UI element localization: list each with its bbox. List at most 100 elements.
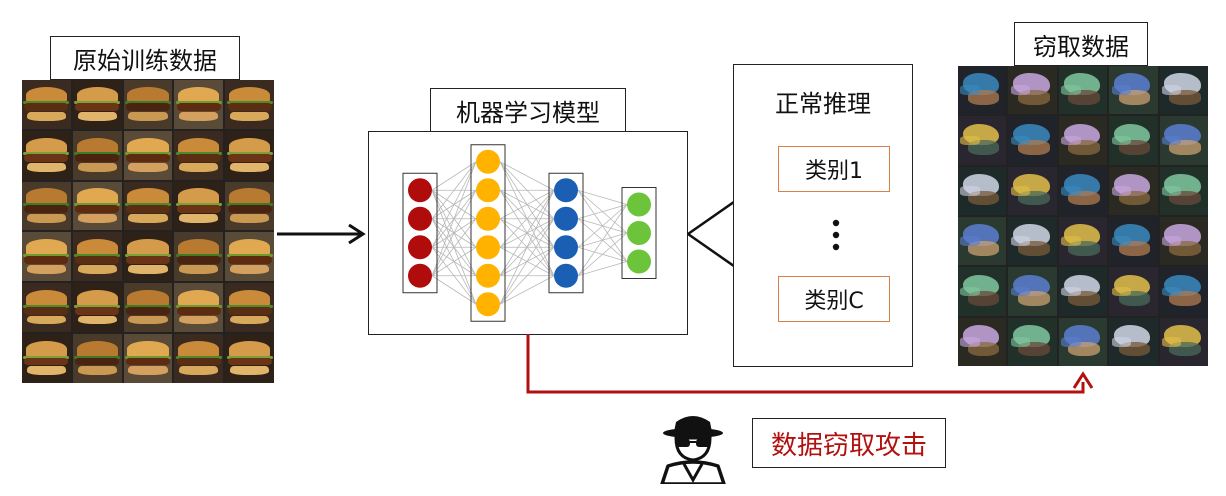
stolen-image-tile: [1159, 166, 1208, 215]
training-image-tile: [123, 181, 173, 231]
stolen-image-tile: [1159, 317, 1208, 366]
training-image-grid: [22, 80, 274, 383]
nn-connection: [577, 204, 628, 220]
nn-connection: [577, 261, 628, 277]
stolen-image-tile: [1008, 66, 1057, 115]
nn-connection: [499, 246, 555, 305]
nn-connection: [431, 218, 477, 276]
stolen-image-tile: [1008, 166, 1057, 215]
stolen-image-tile: [1008, 317, 1057, 366]
attack-path-arrow: [526, 334, 1094, 394]
training-image-tile: [123, 283, 173, 333]
training-image-tile: [225, 181, 274, 231]
hidden-node: [476, 235, 500, 260]
stolen-image-tile: [1058, 116, 1108, 165]
stolen-image-tile: [958, 66, 1007, 115]
hidden-node: [554, 178, 578, 203]
neural-network: [402, 144, 657, 322]
nn-connection: [431, 161, 477, 248]
training-image-tile: [174, 334, 224, 383]
training-image-tile: [123, 232, 173, 282]
stolen-image-tile: [958, 317, 1007, 366]
hidden-node: [554, 263, 578, 288]
stolen-image-tile: [1159, 66, 1208, 115]
training-image-tile: [22, 283, 71, 333]
training-image-tile: [174, 181, 224, 231]
stolen-image-grid: [958, 66, 1208, 366]
nn-connection: [431, 161, 477, 191]
stolen-image-tile: [1109, 166, 1158, 215]
nn-connection: [431, 161, 477, 219]
training-image-tile: [225, 283, 274, 333]
nn-connection: [431, 246, 477, 277]
training-image-tile: [225, 334, 274, 383]
output-node: [627, 249, 651, 274]
nn-layer-frame: [402, 172, 438, 294]
stolen-image-tile: [1058, 267, 1108, 316]
input-node: [408, 206, 432, 231]
hidden-node: [476, 263, 500, 288]
nn-connection: [499, 275, 555, 305]
nn-connection: [431, 275, 477, 305]
nn-layer-frame: [548, 172, 584, 294]
training-image-tile: [72, 181, 122, 231]
vertical-ellipsis-icon: [832, 219, 840, 251]
nn-connection: [577, 204, 628, 276]
hidden-node: [476, 149, 500, 174]
nn-connection: [577, 232, 628, 277]
input-node: [408, 235, 432, 260]
stolen-image-tile: [1159, 116, 1208, 165]
stolen-image-tile: [1109, 317, 1158, 366]
hidden-node: [554, 235, 578, 260]
nn-connection: [499, 190, 555, 276]
output-node: [627, 192, 651, 217]
nn-connection: [499, 189, 555, 248]
training-image-tile: [72, 283, 122, 333]
inference-title: 正常推理: [775, 90, 871, 118]
training-image-tile: [123, 80, 173, 129]
input-arrow: [277, 223, 366, 245]
nn-connection: [499, 161, 555, 191]
stolen-image-tile: [1058, 66, 1108, 115]
stolen-image-tile: [1109, 66, 1158, 115]
training-image-tile: [225, 80, 274, 129]
training-image-tile: [22, 181, 71, 231]
stolen-image-tile: [1159, 216, 1208, 266]
class-c-box: 类别C: [778, 276, 890, 322]
stolen-image-tile: [1008, 267, 1057, 316]
nn-layer-frame: [621, 187, 657, 279]
nn-connection: [499, 218, 555, 305]
stolen-image-tile: [958, 216, 1007, 266]
training-image-tile: [174, 130, 224, 180]
training-image-tile: [174, 232, 224, 282]
training-image-tile: [22, 232, 71, 282]
training-image-tile: [72, 232, 122, 282]
stolen-image-tile: [1109, 267, 1158, 316]
stolen-image-tile: [1058, 166, 1108, 215]
training-data-title: 原始训练数据: [50, 36, 240, 80]
input-node: [408, 178, 432, 203]
nn-connection: [499, 190, 555, 305]
output-node: [627, 221, 651, 245]
stolen-image-tile: [1058, 216, 1108, 266]
class-1-box: 类别1: [778, 146, 890, 192]
spy-icon: [660, 416, 726, 484]
training-image-tile: [123, 334, 173, 383]
training-image-tile: [72, 80, 122, 129]
nn-connection: [499, 189, 555, 220]
stolen-image-tile: [1109, 116, 1158, 165]
training-image-tile: [225, 232, 274, 282]
input-node: [408, 263, 432, 288]
stolen-image-tile: [958, 166, 1007, 215]
stolen-image-tile: [958, 116, 1007, 165]
stolen-image-tile: [1008, 116, 1057, 165]
attack-label: 数据窃取攻击: [752, 418, 946, 468]
training-image-tile: [174, 283, 224, 333]
stolen-image-tile: [1109, 216, 1158, 266]
stolen-image-tile: [958, 267, 1007, 316]
nn-connection: [577, 189, 628, 205]
training-image-tile: [22, 334, 71, 383]
training-image-tile: [225, 130, 274, 180]
hidden-node: [476, 292, 500, 317]
nn-connection: [431, 190, 477, 276]
